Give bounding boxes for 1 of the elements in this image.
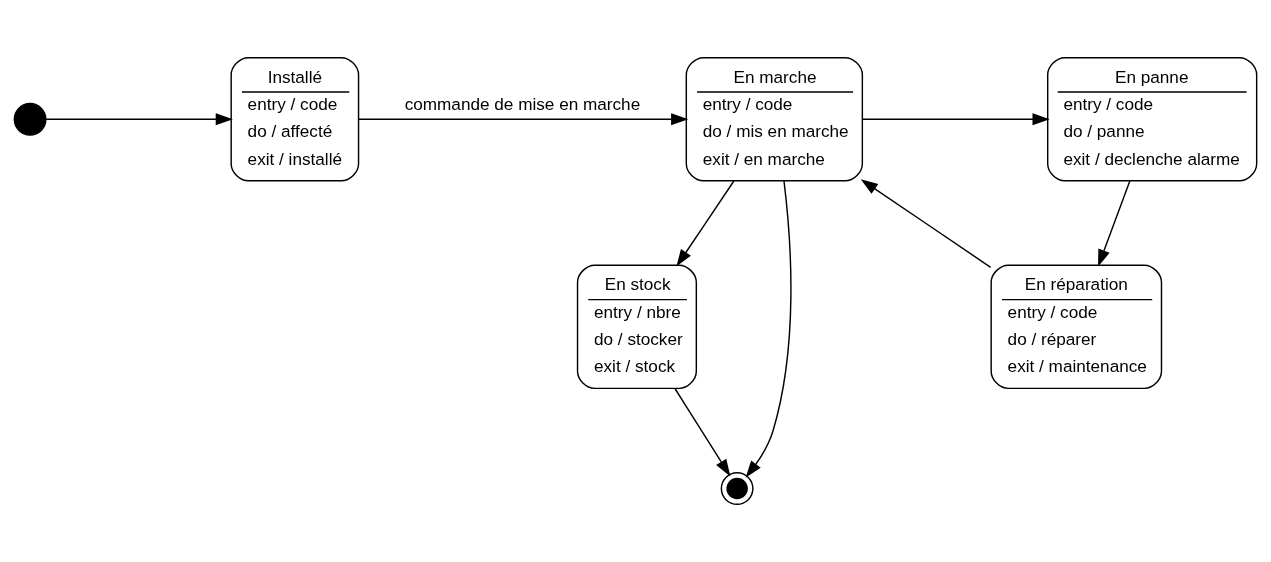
edge-label: commande de mise en marche [404, 94, 641, 115]
